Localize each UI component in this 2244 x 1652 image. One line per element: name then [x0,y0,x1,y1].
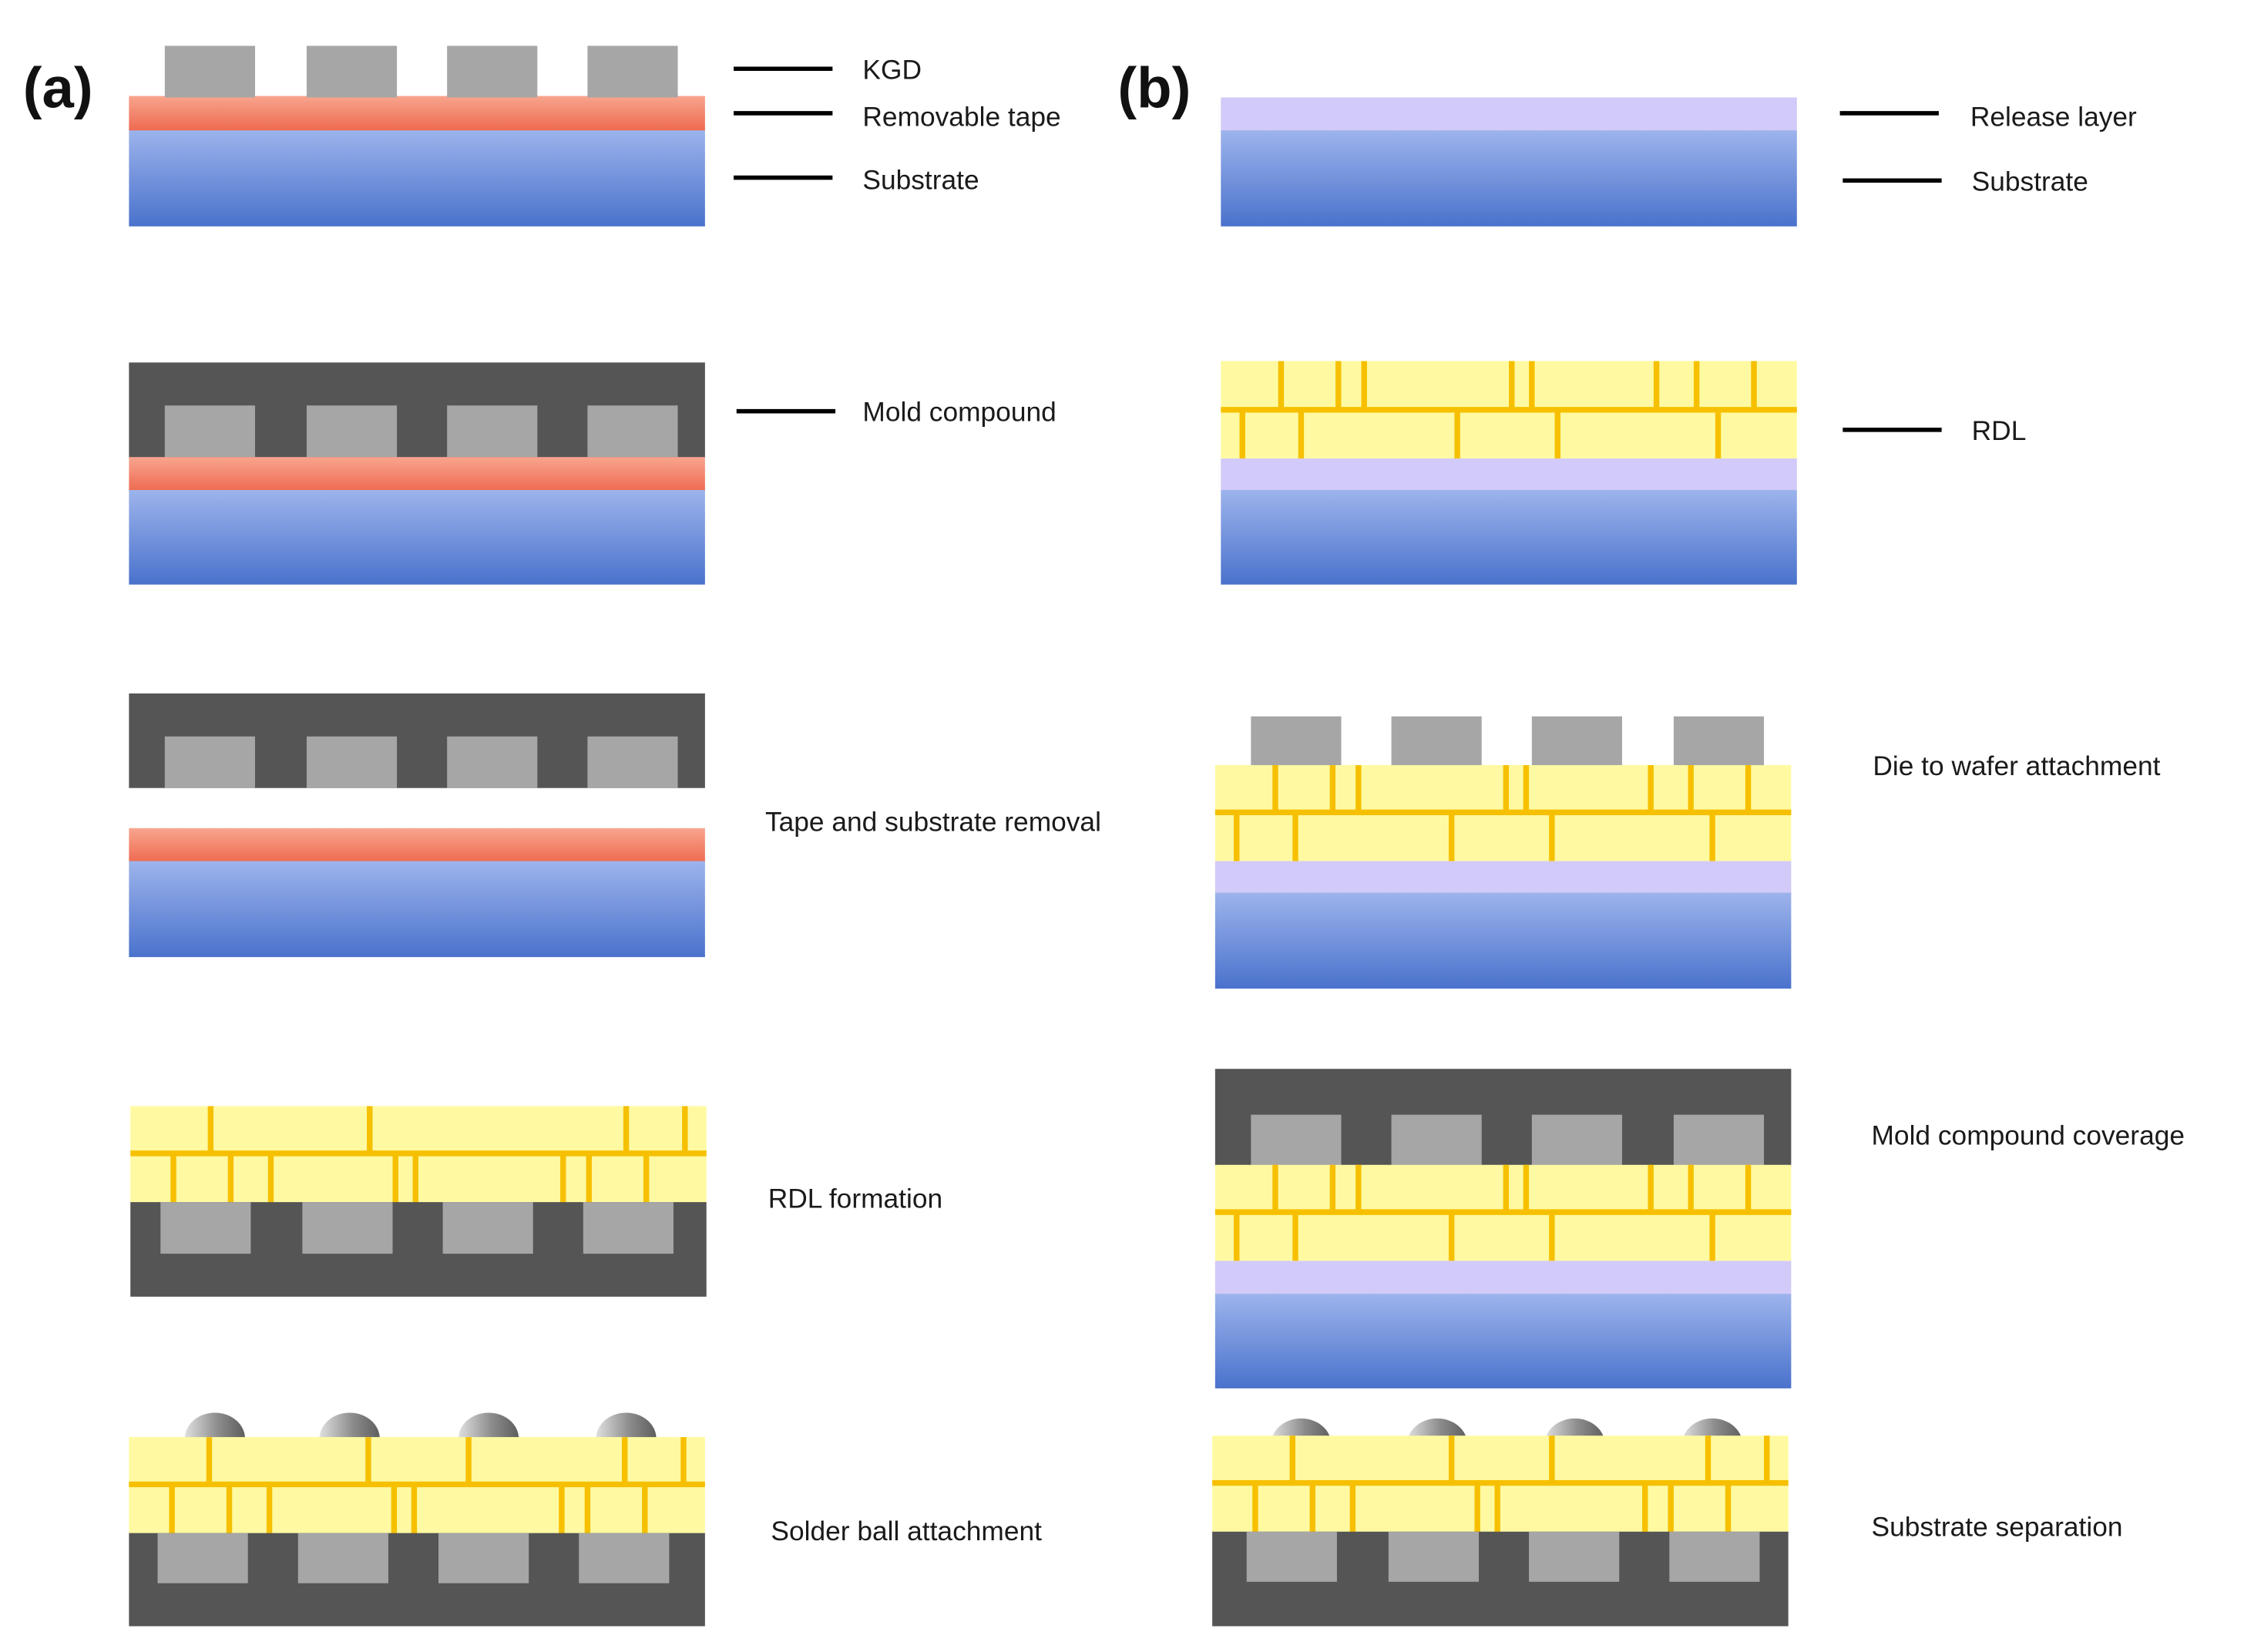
die [1669,1531,1760,1582]
die [442,1202,533,1254]
label-substrate-separation: Substrate separation [1872,1512,2123,1542]
die [587,405,678,458]
substrate [1214,1294,1792,1388]
substrate [1221,489,1797,585]
die [1673,716,1765,767]
panel-a-tag: (a) [23,55,93,119]
die [302,1202,393,1254]
a-step-mold-compound: Mold compound [129,362,1056,585]
die [587,45,678,98]
substrate [129,861,705,958]
label-kgd: KGD [862,55,922,85]
panel-b-tag: (b) [1117,55,1191,119]
die [583,1202,674,1254]
removable-tape [129,828,705,863]
die [1531,1114,1622,1167]
label-mold-coverage: Mold compound coverage [1872,1121,2185,1151]
label-rdl: RDL [1972,416,2027,446]
label-solder-ball: Solder ball attachment [771,1516,1042,1546]
die [157,1533,248,1583]
die [1246,1531,1337,1582]
a-step-rdl-formation: RDL formation [130,1106,942,1297]
die [297,1533,388,1583]
die [164,45,255,98]
b-step-mold-coverage: Mold compound coverage [1214,1069,2185,1388]
label-substrate-a: Substrate [862,165,979,195]
release-layer [1214,861,1792,895]
b-step-die-to-wafer: Die to wafer attachment [1214,716,2161,989]
a-step-tape-removal: Tape and substrate removal [129,693,1101,958]
label-die-to-wafer: Die to wafer attachment [1873,751,2160,781]
label-tape-substrate-removal: Tape and substrate removal [765,808,1101,838]
die [160,1202,251,1254]
die [447,736,538,788]
die [164,405,255,458]
label-release-layer: Release layer [1970,102,2137,133]
die [447,45,538,98]
release-layer [1214,1261,1792,1295]
die [306,405,398,458]
removable-tape [129,96,705,131]
die [1673,1114,1765,1167]
solder-ball [596,1412,657,1439]
b-step-rdl: RDL [1221,361,2026,585]
die [447,405,538,458]
die [1251,1114,1342,1167]
label-mold-compound: Mold compound [862,398,1056,428]
substrate [1214,892,1792,989]
b-step-release-layer: Release layer Substrate [1221,97,2137,227]
die [1388,1531,1480,1582]
substrate [1221,130,1797,227]
a-step-kgd-on-tape: KGD Removable tape Substrate [129,45,1061,227]
die [587,736,678,788]
die [438,1533,529,1583]
label-substrate-b: Substrate [1972,166,2088,196]
release-layer [1221,458,1797,492]
b-step-substrate-separation: Substrate separation [1212,1418,2123,1627]
substrate [129,129,705,227]
label-removable-tape: Removable tape [862,102,1060,133]
release-layer [1221,97,1797,133]
substrate [129,489,705,585]
solder-ball [184,1412,245,1439]
die [1531,716,1622,767]
a-step-solder-ball: Solder ball attachment [129,1412,1042,1627]
die [1391,1114,1482,1167]
solder-ball [319,1412,380,1439]
removable-tape [129,457,705,492]
die [306,736,398,788]
die [306,45,398,98]
die [579,1533,670,1583]
solder-ball [459,1412,519,1439]
die [1251,716,1342,767]
die [1391,716,1482,767]
die [164,736,255,788]
label-rdl-formation: RDL formation [768,1184,942,1214]
die [1529,1531,1620,1582]
